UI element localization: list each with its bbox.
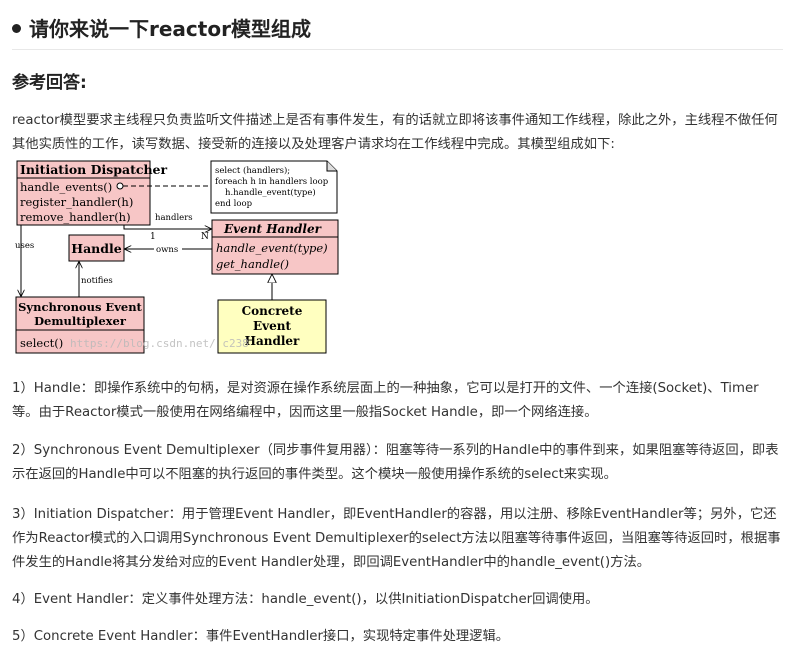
dispatcher-method: handle_events(): [20, 180, 112, 194]
label-handlers: handlers: [155, 213, 193, 223]
list-item: 4）Event Handler：定义事件处理方法：handle_event()，…: [12, 592, 599, 607]
label-uses: uses: [15, 241, 34, 251]
event-handler-method: handle_event(type): [216, 241, 328, 255]
label-multiplicity-n: N: [201, 232, 209, 242]
label-owns: owns: [156, 245, 178, 255]
demux-name-line1: Synchronous Event: [18, 300, 142, 314]
demultiplexer-class: Synchronous Event Demultiplexer select(): [15, 296, 145, 354]
owns-label-bg: [154, 243, 182, 254]
concrete-name-line: Event: [253, 319, 291, 333]
note-line: end loop: [215, 199, 253, 209]
intro-paragraph: reactor模型要求主线程只负责监听文件描述上是否有事件发生，有的话就立即将该…: [12, 113, 778, 152]
label-multiplicity-one: 1: [150, 232, 156, 242]
note-line: h.handle_event(type): [225, 187, 316, 198]
list-item: 1）Handle：即操作系统中的句柄，是对资源在操作系统层面上的一种抽象，它可以…: [12, 381, 759, 420]
pseudocode-note: select (handlers); foreach h in handlers…: [210, 160, 338, 214]
answer-heading: 参考回答:: [12, 73, 87, 93]
handle-class: Handle: [68, 234, 125, 262]
bullet-icon: [12, 24, 21, 33]
handlers-association: [123, 225, 211, 229]
list-item: 3）Initiation Dispatcher：用于管理Event Handle…: [12, 507, 781, 570]
label-notifies: notifies: [81, 276, 113, 286]
event-handler-name: Event Handler: [223, 222, 323, 236]
watermark: https://blog.csdn.net/ c238: [70, 337, 249, 350]
divider: [12, 49, 783, 50]
note-anchor-icon: [116, 182, 124, 190]
note-line: select (handlers);: [215, 165, 290, 176]
note-line: foreach h in handlers loop: [215, 177, 329, 187]
dispatcher-method: remove_handler(h): [20, 210, 131, 224]
demux-name-line2: Demultiplexer: [34, 314, 127, 328]
list-item: 2）Synchronous Event Demultiplexer（同步事件复用…: [12, 443, 779, 482]
list-item: 5）Concrete Event Handler：事件EventHandler接…: [12, 629, 510, 644]
concrete-name-line: Handler: [245, 334, 300, 348]
initiation-dispatcher-class: Initiation Dispatcher handle_events() re…: [16, 160, 167, 226]
reactor-diagram: Initiation Dispatcher handle_events() re…: [15, 160, 339, 354]
demux-method: select(): [20, 336, 63, 350]
event-handler-class: Event Handler handle_event(type) get_han…: [211, 219, 339, 275]
concrete-event-handler-class: Concrete Event Handler: [217, 299, 327, 354]
handle-name: Handle: [71, 241, 121, 256]
concrete-name-line: Concrete: [242, 304, 303, 318]
dispatcher-method: register_handler(h): [20, 195, 133, 209]
question-title: 请你来说一下reactor模型组成: [12, 14, 311, 44]
event-handler-method: get_handle(): [216, 257, 289, 271]
question-title-text: 请你来说一下reactor模型组成: [29, 17, 311, 41]
dispatcher-name: Initiation Dispatcher: [20, 162, 167, 177]
